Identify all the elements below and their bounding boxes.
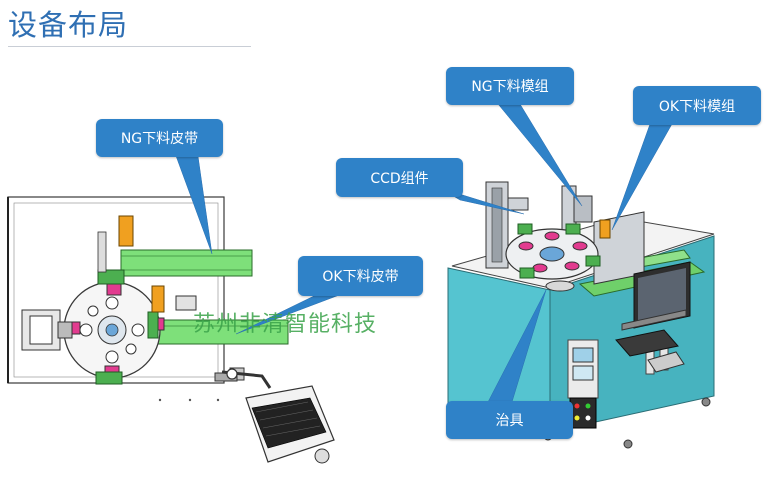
callout-ok-belt: OK下料皮带 [298, 256, 423, 296]
page-title: 设备布局 [8, 8, 129, 42]
top-view-keyboard [221, 368, 335, 464]
watermark-text: 苏州非清智能科技 [193, 312, 378, 337]
title-divider [8, 46, 251, 47]
callout-ok-module: OK下料模组 [633, 86, 761, 125]
callout-fixture: 治具 [446, 401, 573, 439]
callout-ng-module: NG下料模组 [446, 67, 574, 105]
top-view-machine [7, 196, 289, 402]
callout-pointers [175, 103, 673, 403]
callout-ccd: CCD组件 [336, 158, 463, 197]
callout-ng-belt: NG下料皮带 [96, 119, 223, 157]
iso-view-machine [447, 181, 715, 449]
